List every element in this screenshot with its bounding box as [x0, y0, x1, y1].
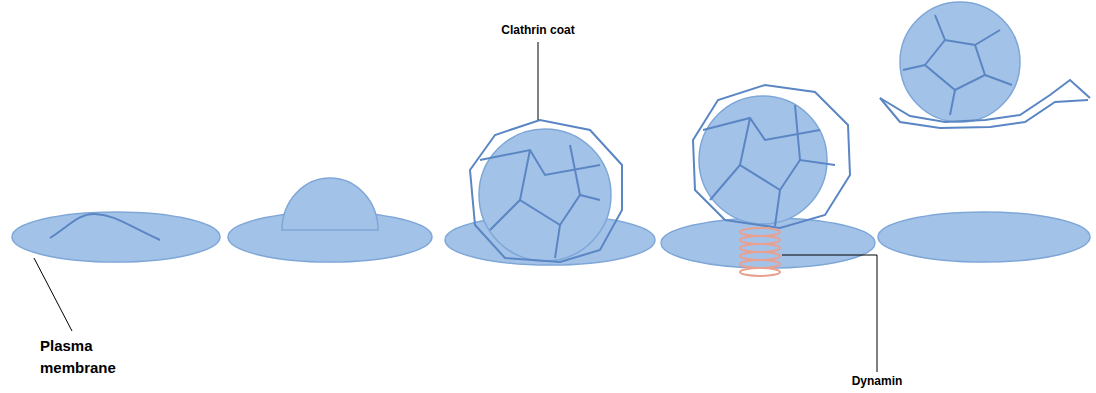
- protein-label: Dynamin: [852, 373, 903, 390]
- membrane-curve: [50, 214, 160, 240]
- membrane-patch: [878, 212, 1090, 262]
- leader-line: [34, 42, 877, 372]
- clathrin-lattice: [470, 120, 622, 262]
- clathrin-lattice: [880, 15, 1090, 128]
- coated-vesicle: [699, 96, 827, 224]
- structure-label: Clathrin coat: [501, 22, 574, 39]
- clathrin-lattice: [693, 85, 850, 228]
- coated-pit: [479, 129, 611, 261]
- structure-label: Plasma membrane: [40, 335, 140, 379]
- dynamin-coil: [740, 228, 780, 276]
- free-vesicle: [900, 2, 1020, 122]
- membrane-bud: [282, 178, 378, 230]
- membrane-patch: [12, 212, 220, 262]
